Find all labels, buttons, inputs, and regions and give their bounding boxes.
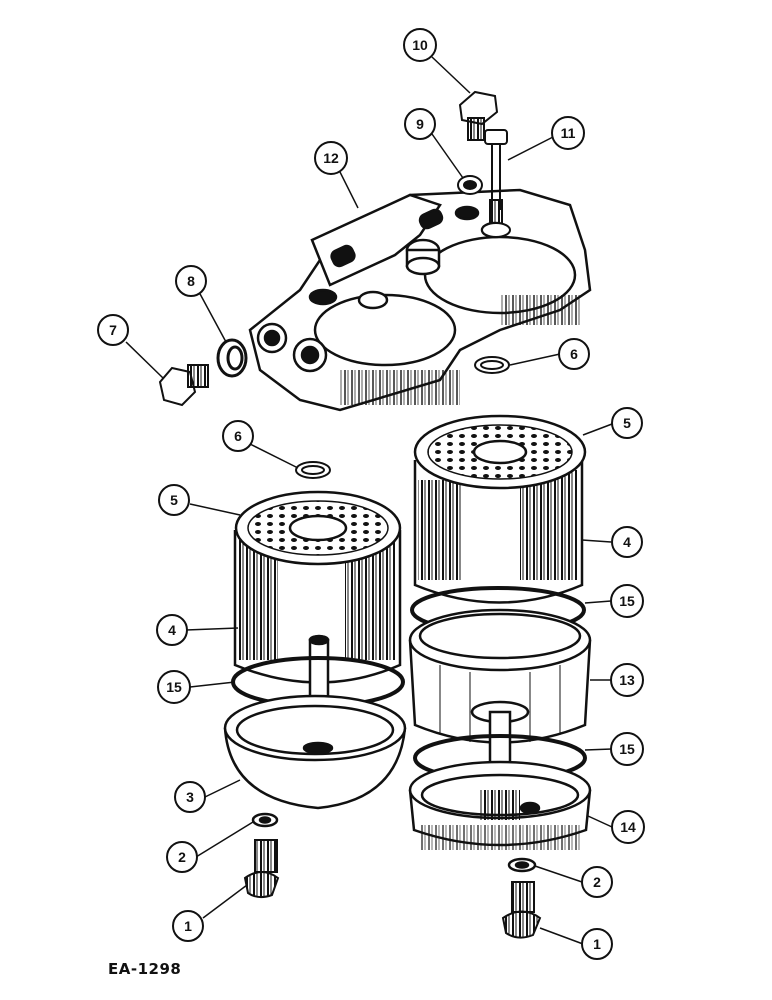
seal-6-left [295, 461, 331, 479]
callout-4-left: 4 [156, 614, 188, 646]
callout-label: 9 [416, 116, 424, 132]
callout-5-right: 5 [611, 407, 643, 439]
left-washer-2 [251, 812, 279, 828]
callout-1-left: 1 [172, 910, 204, 942]
callout-15-left: 15 [157, 670, 191, 704]
callout-10: 10 [403, 28, 437, 62]
filter-head [248, 188, 592, 412]
callout-label: 3 [186, 789, 194, 805]
callout-2-left: 2 [166, 841, 198, 873]
left-bowl-3 [223, 694, 407, 810]
callout-4-right: 4 [611, 526, 643, 558]
callout-label: 2 [178, 849, 186, 865]
callout-8: 8 [175, 265, 207, 297]
callout-1-right: 1 [581, 928, 613, 960]
callout-label: 4 [168, 622, 176, 638]
callout-3: 3 [174, 781, 206, 813]
callout-15-right-lower: 15 [610, 732, 644, 766]
callout-label: 6 [234, 428, 242, 444]
seal-6-right [474, 356, 510, 374]
callout-13: 13 [610, 663, 644, 697]
right-filter-element [413, 414, 587, 604]
callout-label: 4 [623, 534, 631, 550]
washer-9 [457, 175, 483, 195]
callout-6-right: 6 [558, 338, 590, 370]
callout-label: 5 [170, 492, 178, 508]
bolt-11 [481, 129, 511, 238]
left-filter-element [233, 490, 402, 742]
callout-label: 1 [184, 918, 192, 934]
callout-12: 12 [314, 141, 348, 175]
callout-label: 2 [593, 874, 601, 890]
right-drain-plug-1 [501, 881, 542, 939]
callout-label: 15 [619, 741, 635, 757]
bolt-10 [458, 90, 499, 141]
callout-label: 12 [323, 150, 339, 166]
figure-code: EA-1298 [108, 960, 182, 978]
callout-6-left: 6 [222, 420, 254, 452]
callout-label: 11 [561, 125, 576, 141]
callout-label: 13 [619, 672, 635, 688]
callout-label: 1 [593, 936, 601, 952]
callout-11: 11 [551, 116, 585, 150]
leader-lines [125, 56, 613, 945]
callout-7: 7 [97, 314, 129, 346]
callout-label: 10 [412, 37, 428, 53]
callout-label: 5 [623, 415, 631, 431]
left-drain-plug-1 [243, 839, 280, 899]
right-glass-bowl-13 [408, 608, 592, 794]
callouts: 10 9 11 12 8 7 6 6 5 5 4 4 15 15 15 13 3… [97, 28, 645, 960]
washer-8 [216, 338, 248, 378]
bolt-7 [158, 364, 209, 407]
callout-label: 15 [166, 679, 182, 695]
callout-label: 6 [570, 346, 578, 362]
callout-label: 15 [619, 593, 635, 609]
callout-9: 9 [404, 108, 436, 140]
callout-14: 14 [611, 810, 645, 844]
callout-15-right-upper: 15 [610, 584, 644, 618]
callout-label: 8 [187, 273, 195, 289]
callout-label: 14 [620, 819, 636, 835]
callout-label: 7 [109, 322, 117, 338]
right-base-14 [408, 760, 592, 850]
callout-2-right: 2 [581, 866, 613, 898]
right-washer-2 [507, 857, 537, 873]
callout-5-left: 5 [158, 484, 190, 516]
